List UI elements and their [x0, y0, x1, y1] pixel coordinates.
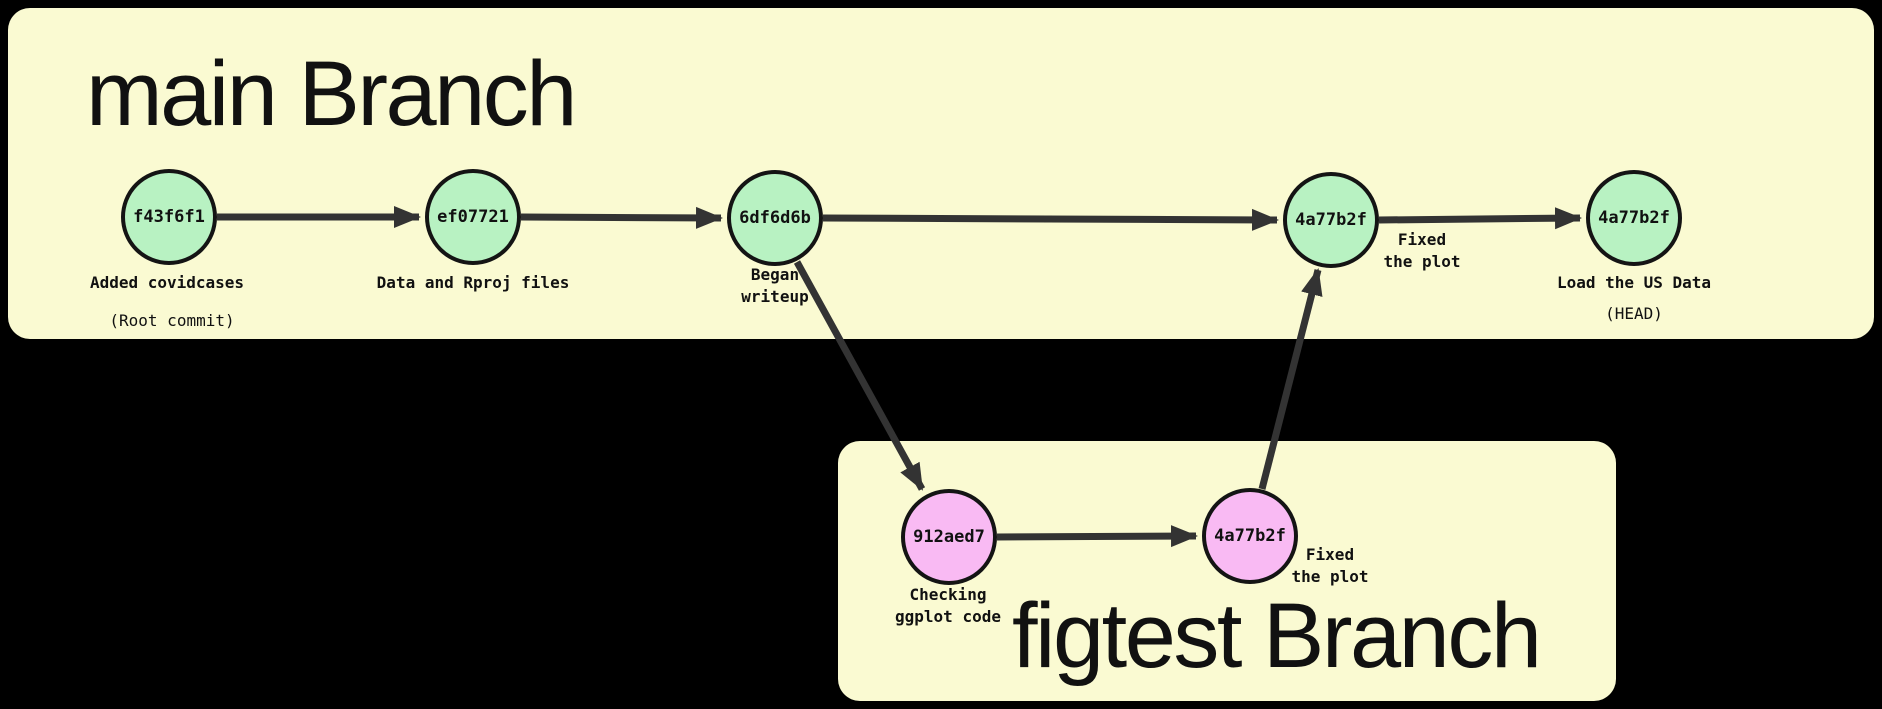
arrow-6df6d6b-to-4a77b2f	[822, 208, 1279, 231]
commit-subcaption: (HEAD)	[1605, 304, 1663, 323]
arrow-4a77b2f-to-head	[1378, 207, 1582, 230]
commit-node-4a77b2f-head: 4a77b2f	[1586, 170, 1682, 266]
commit-node-f43f6f1: f43f6f1	[121, 169, 217, 265]
commit-node-4a77b2f-figtest: 4a77b2f	[1202, 488, 1298, 584]
commit-caption: Fixed the plot	[1291, 545, 1369, 587]
arrow-merge-figtest-into-main	[1258, 268, 1323, 490]
main-branch-title: main Branch	[86, 43, 577, 145]
commit-caption: Began writeup	[741, 265, 809, 307]
commit-caption: Checking ggplot code	[895, 585, 1001, 627]
commit-hash: 6df6d6b	[739, 208, 811, 228]
arrow-ef07721-to-6df6d6b	[520, 206, 723, 229]
commit-hash: 4a77b2f	[1598, 208, 1670, 228]
commit-hash: 912aed7	[913, 527, 985, 547]
commit-hash: 4a77b2f	[1295, 210, 1367, 230]
commit-node-ef07721: ef07721	[425, 169, 521, 265]
commit-hash: 4a77b2f	[1214, 526, 1286, 546]
commit-caption: Data and Rproj files	[376, 273, 570, 292]
commit-caption: Fixed the plot	[1383, 230, 1461, 272]
commit-hash: ef07721	[437, 207, 509, 227]
arrow-912aed7-to-4a77b2f-figtest	[996, 525, 1198, 548]
commit-node-6df6d6b: 6df6d6b	[727, 170, 823, 266]
commit-hash: f43f6f1	[133, 207, 205, 227]
commit-node-912aed7: 912aed7	[901, 489, 997, 585]
arrow-6df6d6b-to-912aed7	[793, 260, 926, 491]
commit-caption: Load the US Data	[1556, 273, 1712, 292]
commit-node-4a77b2f-main: 4a77b2f	[1283, 172, 1379, 268]
commit-caption: Added covidcases	[89, 273, 245, 292]
figtest-branch-title: figtest Branch	[1012, 585, 1542, 687]
commit-subcaption: (Root commit)	[109, 311, 235, 330]
main-branch-box	[8, 8, 1874, 339]
